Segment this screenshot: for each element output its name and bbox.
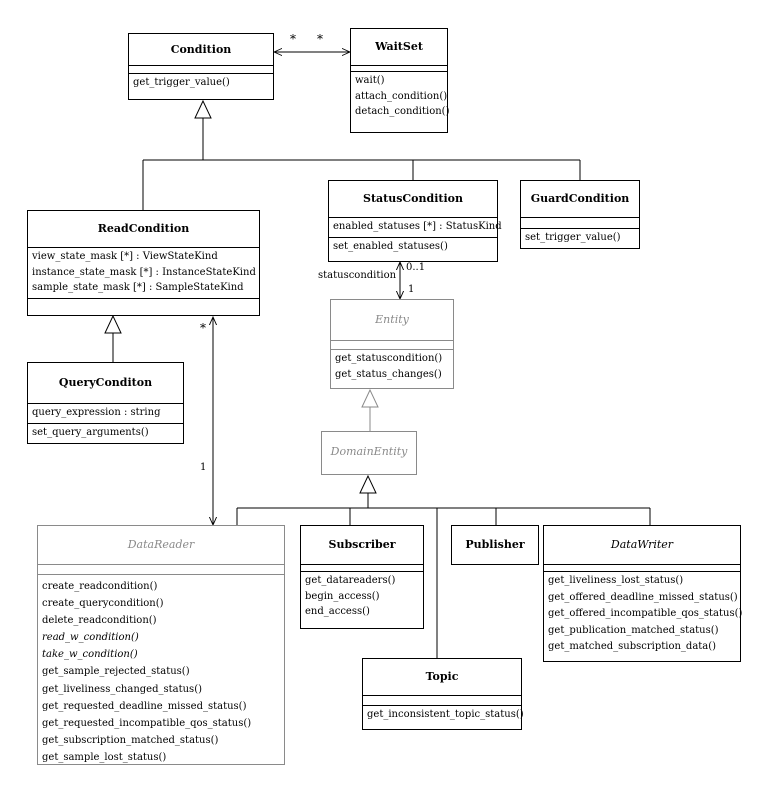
operation: get_matched_subscription_data() — [548, 641, 717, 652]
class-guardcondition: GuardCondition set_trigger_value() — [520, 180, 640, 249]
attribute: enabled_statuses [*] : StatusKind — [333, 221, 502, 232]
attributes: query_expression : string — [28, 404, 183, 423]
generalization-arrow-domainentity — [359, 474, 377, 494]
attribute: query_expression : string — [32, 407, 161, 418]
generalization-arrow-readcondition — [104, 314, 122, 334]
operation: get_publication_matched_status() — [548, 624, 719, 636]
class-domainentity: DomainEntity — [321, 431, 417, 475]
class-publisher: Publisher — [451, 525, 539, 565]
operation: take_w_condition() — [42, 649, 138, 661]
multiplicity-label: * — [317, 32, 323, 46]
attributes: view_state_mask [*] : ViewStateKind inst… — [28, 248, 259, 298]
operation: set_trigger_value() — [525, 232, 621, 243]
operation: get_inconsistent_topic_status() — [367, 709, 524, 720]
operation: get_liveliness_changed_status() — [42, 683, 202, 695]
operation: read_w_condition() — [42, 632, 139, 644]
operation: get_requested_incompatible_qos_status() — [42, 717, 252, 729]
class-name: DataWriter — [610, 538, 674, 551]
operations: wait() attach_condition() detach_conditi… — [351, 72, 450, 122]
operations: set_trigger_value() — [521, 229, 639, 248]
class-querycondition: QueryConditon query_expression : string … — [27, 362, 184, 444]
operation: get_trigger_value() — [133, 77, 230, 88]
operation: get_liveliness_lost_status() — [548, 575, 684, 586]
multiplicity-label: 1 — [200, 462, 207, 473]
attribute: sample_state_mask [*] : SampleStateKind — [32, 282, 244, 293]
operation: get_sample_rejected_status() — [42, 666, 190, 678]
operation: get_offered_incompatible_qos_status() — [548, 608, 743, 619]
attributes: enabled_statuses [*] : StatusKind — [329, 218, 502, 237]
class-waitset: WaitSet wait() attach_condition() detach… — [350, 28, 450, 133]
multiplicity-label: * — [200, 321, 206, 335]
operations: get_liveliness_lost_status() get_offered… — [544, 572, 743, 658]
class-name: Condition — [170, 43, 232, 56]
operation: get_offered_deadline_missed_status() — [548, 591, 738, 603]
operations: create_readcondition() create_querycondi… — [38, 575, 284, 768]
operations: get_trigger_value() — [129, 74, 273, 93]
operation: attach_condition() — [355, 90, 448, 102]
generalization-arrow-condition — [194, 99, 212, 119]
operations: get_inconsistent_topic_status() — [363, 706, 524, 725]
operation: set_enabled_statuses() — [333, 240, 448, 252]
operation: begin_access() — [305, 590, 380, 602]
class-name: Subscriber — [328, 538, 396, 551]
attribute: instance_state_mask [*] : InstanceStateK… — [32, 266, 256, 278]
operation: set_query_arguments() — [32, 426, 149, 438]
operation: get_statuscondition() — [335, 353, 443, 364]
class-name: GuardCondition — [530, 192, 630, 205]
class-name: DomainEntity — [330, 445, 408, 458]
operation: get_datareaders() — [305, 575, 396, 586]
operations: set_query_arguments() — [28, 424, 183, 443]
operation: create_querycondition() — [42, 598, 164, 610]
class-condition: Condition get_trigger_value() — [128, 33, 274, 100]
class-datareader: DataReader create_readcondition() create… — [37, 525, 285, 765]
class-statuscondition: StatusCondition enabled_statuses [*] : S… — [328, 180, 502, 262]
class-subscriber: Subscriber get_datareaders() begin_acces… — [300, 525, 424, 629]
class-topic: Topic get_inconsistent_topic_status() — [362, 658, 524, 730]
class-name: Publisher — [465, 538, 525, 551]
operation: detach_condition() — [355, 106, 450, 117]
operation: end_access() — [305, 606, 370, 617]
operation: get_sample_lost_status() — [42, 751, 167, 763]
operations: get_statuscondition() get_status_changes… — [331, 350, 453, 384]
class-name: StatusCondition — [363, 192, 463, 205]
multiplicity-label: 0..1 — [406, 262, 426, 273]
multiplicity-label: * — [290, 32, 296, 46]
operations: get_datareaders() begin_access() end_acc… — [301, 572, 423, 622]
class-readcondition: ReadCondition view_state_mask [*] : View… — [27, 210, 260, 316]
class-name: ReadCondition — [97, 222, 190, 235]
operation: get_requested_deadline_missed_status() — [42, 700, 247, 712]
operation: create_readcondition() — [42, 581, 158, 592]
class-datawriter: DataWriter get_liveliness_lost_status() … — [543, 525, 743, 662]
generalization-arrow-entity — [361, 388, 379, 408]
class-name: QueryConditon — [58, 376, 153, 389]
operations: set_enabled_statuses() — [329, 238, 497, 257]
role-label: statuscondition — [318, 270, 397, 281]
operation: get_status_changes() — [335, 368, 442, 380]
multiplicity-label: 1 — [408, 284, 415, 295]
operation: get_subscription_matched_status() — [42, 734, 219, 746]
class-name: Topic — [425, 670, 459, 683]
class-entity: Entity get_statuscondition() get_status_… — [330, 299, 454, 389]
class-name: DataReader — [127, 538, 195, 551]
attribute: view_state_mask [*] : ViewStateKind — [32, 251, 218, 262]
operation: wait() — [355, 75, 385, 86]
operation: delete_readcondition() — [42, 615, 157, 627]
class-name: WaitSet — [375, 40, 423, 53]
class-name: Entity — [375, 313, 409, 326]
